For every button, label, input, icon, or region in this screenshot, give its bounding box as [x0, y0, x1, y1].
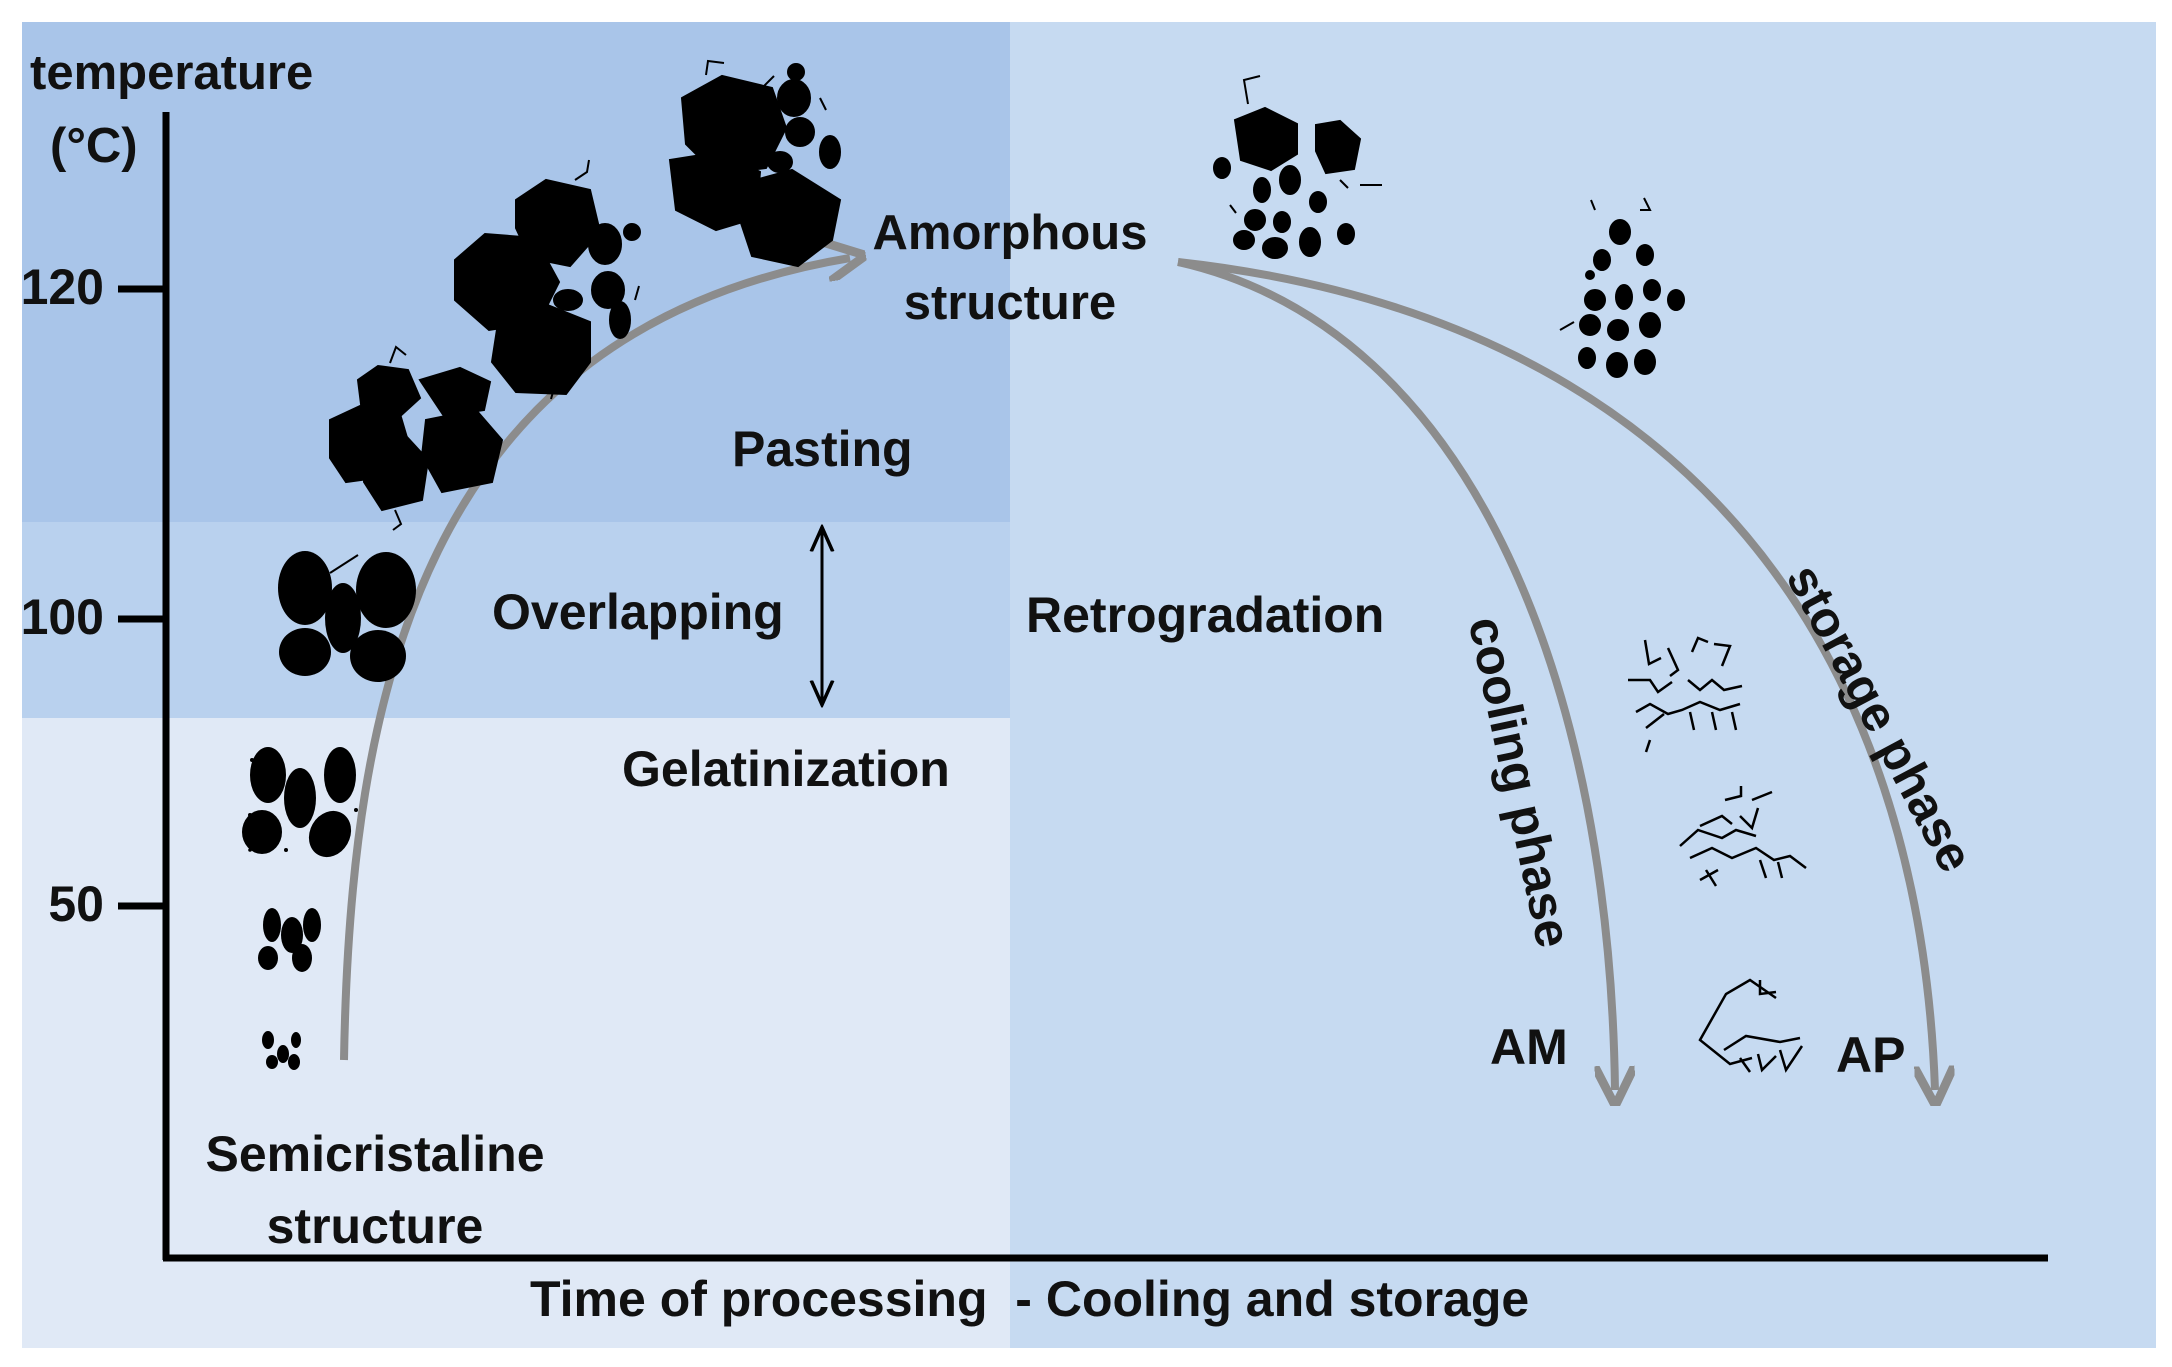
semicristaline-label-line2: structure	[266, 1198, 484, 1254]
retrogradation-label: Retrogradation	[1026, 587, 1385, 643]
retro-chains-1	[1628, 636, 1743, 753]
retro-chains-3	[1698, 978, 1804, 1073]
heating-arrow	[340, 258, 850, 1061]
ytick-label-100: 100	[20, 589, 104, 645]
amorphous-label-line2: structure	[903, 276, 1117, 330]
amorphous-label-line1: Amorphous	[872, 206, 1148, 260]
semicristaline-label-line1: Semicristaline	[205, 1126, 545, 1182]
retro-granules-2	[1559, 197, 1685, 378]
ytick-label-50: 50	[48, 876, 104, 932]
cooling-arrow	[1177, 258, 1615, 1090]
medium-granules	[258, 908, 321, 972]
am-label: AM	[1490, 1019, 1568, 1075]
pasting-granules-3	[668, 59, 842, 268]
gelatinization-label: Gelatinization	[622, 741, 950, 797]
ytick-label-120: 120	[20, 259, 104, 315]
overlapping-label: Overlapping	[492, 584, 784, 640]
storage-arrow	[1177, 258, 1935, 1090]
overlapping-band	[22, 522, 1010, 718]
retro-chains-2	[1679, 786, 1807, 887]
ap-label: AP	[1836, 1027, 1906, 1083]
gelatinization-band	[22, 718, 1010, 1348]
y-axis-label-line1: temperature	[30, 46, 314, 100]
retrogradation-panel	[1010, 22, 2156, 1348]
retro-granules-1	[1213, 75, 1382, 259]
small-granules	[262, 1031, 301, 1070]
pasting-granules-1	[329, 345, 504, 531]
y-axis-label-line2: (°C)	[50, 119, 138, 173]
pasting-granules-2	[454, 159, 641, 400]
x-axis-label: Time of processing - Cooling and storage	[530, 1271, 1530, 1327]
overlapping-granules	[278, 551, 416, 682]
swelling-granules	[242, 747, 358, 858]
pasting-label: Pasting	[732, 421, 913, 477]
